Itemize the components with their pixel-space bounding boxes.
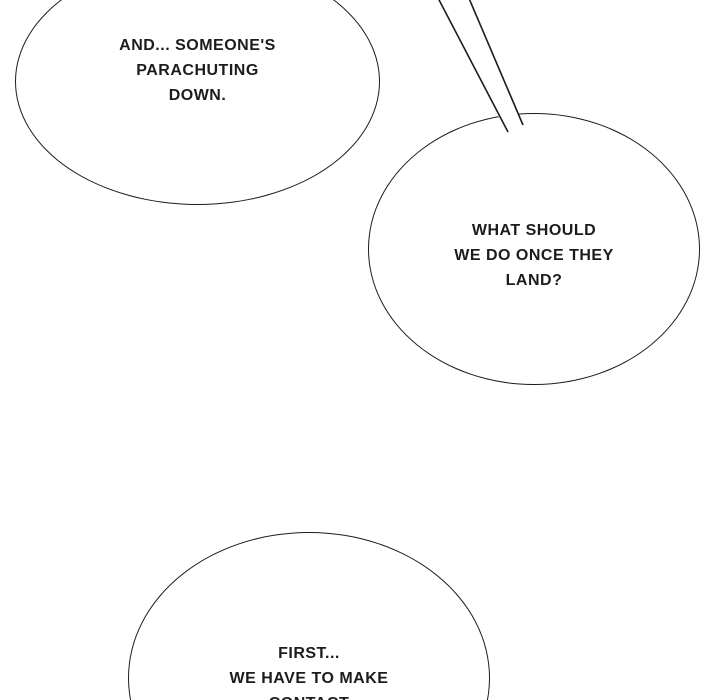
speech-text-line: LAND?	[505, 271, 563, 289]
speech-text-line: CONTACT	[230, 691, 389, 700]
speech-text-line: WE HAVE TO MAKE	[229, 669, 389, 687]
speech-bubble-text: FIRST... WE HAVE TO MAKE CONTACT	[230, 641, 389, 700]
speech-text-line: PARACHUTING	[136, 62, 259, 79]
speech-bubble-middle-right: WHAT SHOULD WE DO ONCE THEY LAND?	[368, 113, 700, 385]
speech-text-line: WHAT SHOULD	[471, 221, 597, 239]
speech-text-line: FIRST...	[278, 644, 340, 662]
speech-text-line: DOWN.	[168, 87, 227, 104]
speech-bubble-top-left: AND... SOMEONE'S PARACHUTING DOWN.	[15, 0, 380, 205]
speech-bubble-text: AND... SOMEONE'S PARACHUTING DOWN.	[119, 33, 276, 130]
speech-bubble-bottom: FIRST... WE HAVE TO MAKE CONTACT	[128, 532, 490, 700]
speech-text-line: AND... SOMEONE'S	[119, 37, 276, 54]
speech-bubble-text: WHAT SHOULD WE DO ONCE THEY LAND?	[454, 206, 614, 293]
speech-text-line: WE DO ONCE THEY	[454, 246, 614, 264]
